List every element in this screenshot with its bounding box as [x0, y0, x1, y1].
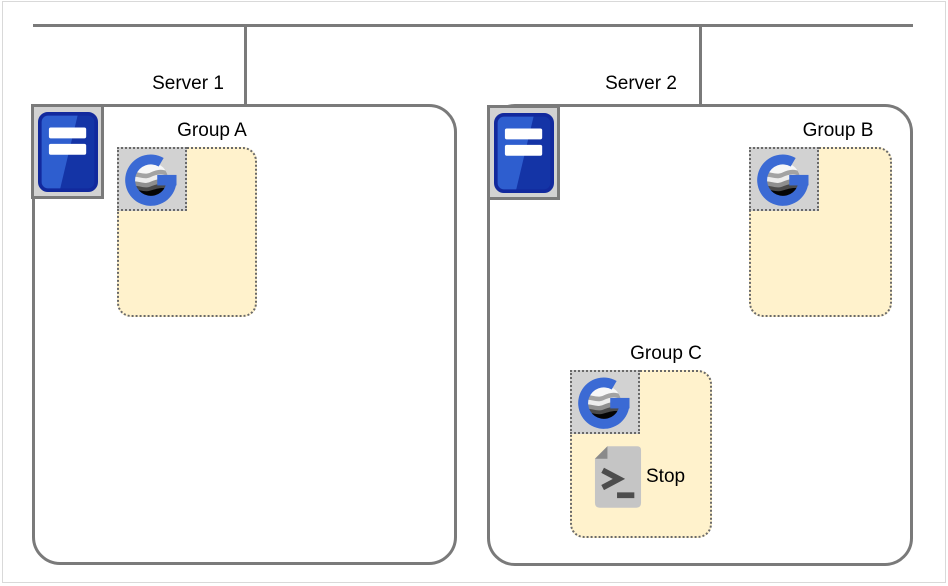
server1-label: Server 1 — [152, 73, 224, 94]
g-globe-logo-icon — [749, 147, 819, 211]
network-bus-line — [33, 24, 913, 27]
groupC-box: Stop — [570, 370, 712, 538]
server-tower-icon — [31, 104, 104, 199]
stop-label: Stop — [646, 466, 686, 487]
groupA-box — [117, 147, 257, 317]
g-globe-logo-icon — [570, 370, 640, 434]
groupC-label: Group C — [630, 343, 702, 364]
connector-line-server2 — [699, 24, 702, 104]
groupB-label: Group B — [802, 120, 874, 141]
groupA-label: Group A — [177, 120, 247, 141]
server2-label: Server 2 — [605, 73, 677, 94]
groupB-box — [749, 147, 892, 317]
script-file-icon — [594, 446, 642, 508]
server-tower-icon — [487, 105, 560, 200]
g-globe-logo-icon — [117, 147, 187, 211]
connector-line-server1 — [244, 24, 247, 104]
